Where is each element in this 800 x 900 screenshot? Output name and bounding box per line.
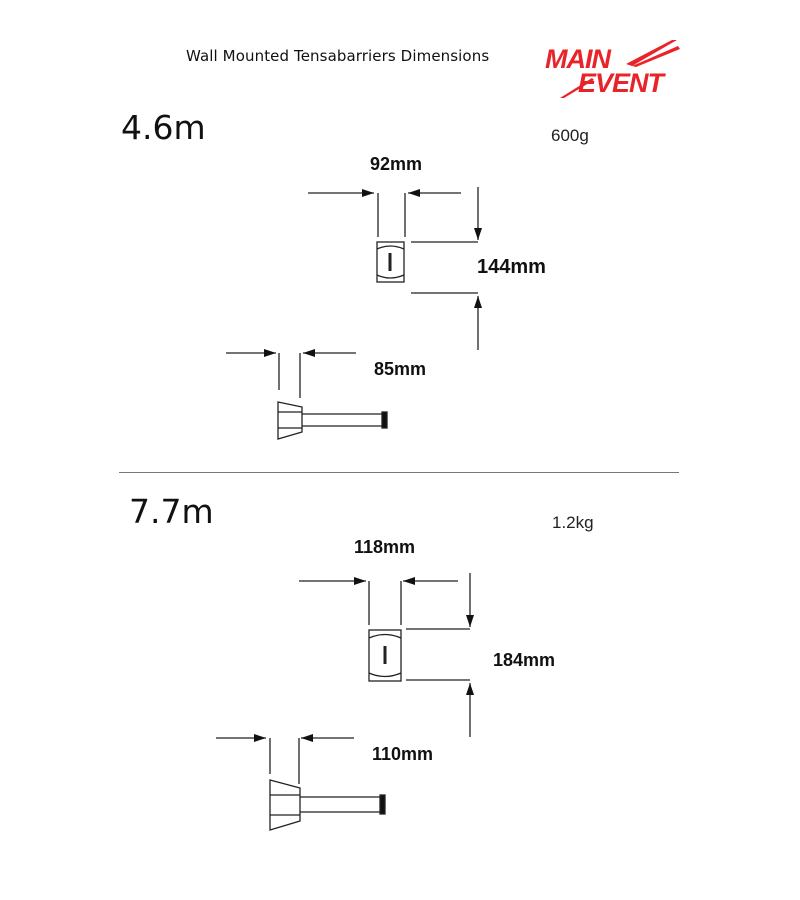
front-view-drawing <box>308 187 482 350</box>
page-title: Wall Mounted Tensabarriers Dimensions <box>186 47 490 65</box>
section-divider <box>119 472 679 473</box>
front-height-dimension: 144mm <box>477 256 546 278</box>
front-width-dimension: 92mm <box>370 154 423 174</box>
front-width-dimension: 118mm <box>354 537 416 557</box>
main-event-logo: MAIN EVENT <box>540 36 685 106</box>
logo-swoosh-icon: MAIN EVENT <box>545 40 680 98</box>
side-depth-dimension: 110mm <box>372 744 434 764</box>
side-depth-dimension: 85mm <box>374 359 427 379</box>
weight-label: 600g <box>551 126 589 145</box>
weight-label: 1.2kg <box>552 513 594 532</box>
svg-text:EVENT: EVENT <box>578 68 667 98</box>
size-label-7-7m: 7.7m <box>129 492 214 531</box>
side-view-drawing <box>216 734 386 831</box>
front-view-drawing <box>299 573 474 737</box>
svg-text:MAIN: MAIN <box>545 44 611 74</box>
side-view-drawing <box>226 349 388 440</box>
front-height-dimension: 184mm <box>493 650 556 670</box>
size-label-4-6m: 4.6m <box>121 108 206 147</box>
